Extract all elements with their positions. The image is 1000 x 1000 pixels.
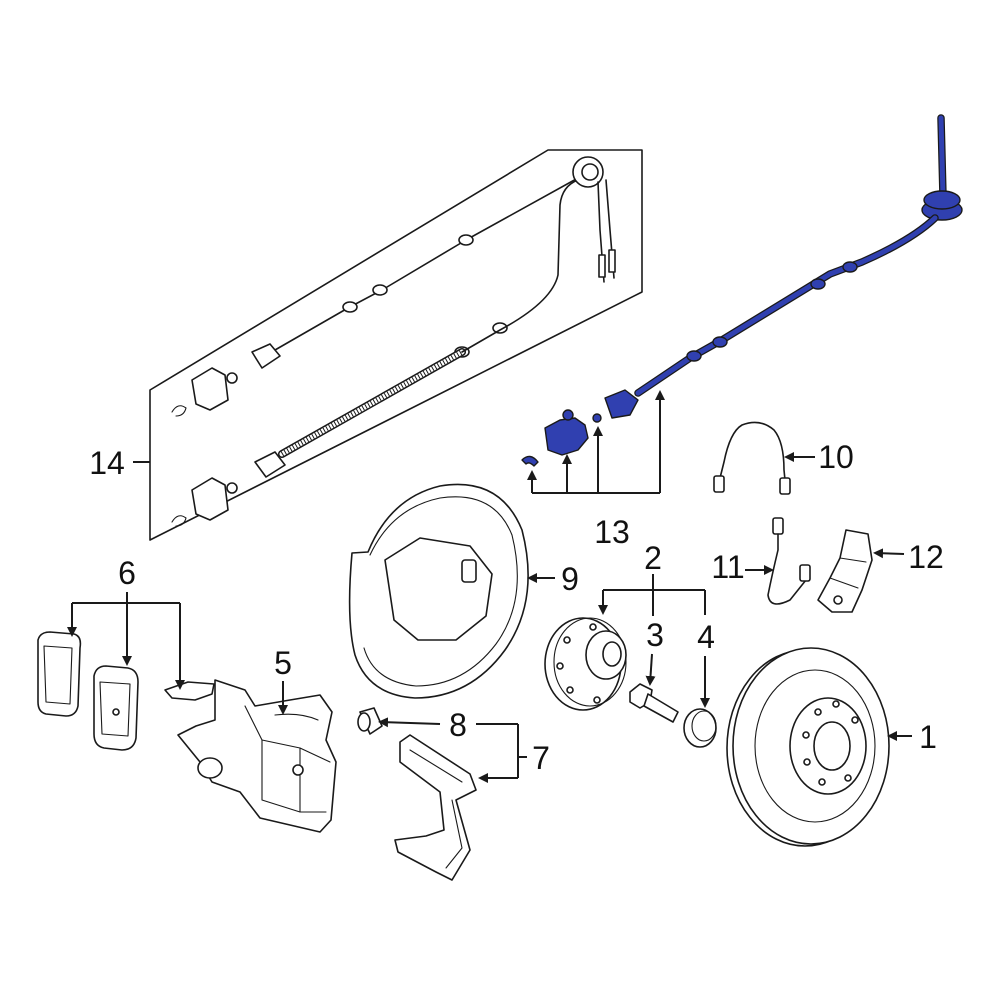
blue-clip xyxy=(521,455,539,467)
callout-11: 11 xyxy=(711,549,744,585)
blue-cable-outline xyxy=(634,214,939,397)
callout-12-leader xyxy=(873,548,905,559)
disc-friction-ring xyxy=(754,669,876,823)
plug-block xyxy=(191,477,229,521)
callout-3: 3 xyxy=(646,617,664,653)
grommet-inner xyxy=(581,163,599,181)
backing-plate-rim xyxy=(363,496,518,687)
highlighted-abs-sensor-cable xyxy=(521,114,963,467)
caliper-bracket xyxy=(394,734,477,881)
callout-12: 12 xyxy=(908,539,944,575)
callout-13-leaders xyxy=(527,390,665,494)
blue-cable-clip xyxy=(842,261,858,273)
callout-1: 1 xyxy=(919,719,937,755)
cable-clip xyxy=(492,322,508,334)
blue-cable xyxy=(635,215,938,396)
harness-kit-panel xyxy=(133,149,643,541)
bushing-end xyxy=(357,712,371,732)
sensor-10-cable xyxy=(719,421,786,481)
hub-center xyxy=(602,641,622,667)
sensor-12-body xyxy=(817,529,873,613)
pigtail-terminal xyxy=(598,254,606,278)
upper-cable xyxy=(274,177,579,351)
callout-10: 10 xyxy=(818,439,854,475)
sensor-connector xyxy=(251,343,281,369)
cable-clip xyxy=(342,301,358,313)
brake-disc xyxy=(726,647,912,847)
sensor-lead-top-fill xyxy=(938,115,946,199)
wheel-hub xyxy=(544,617,627,711)
panel-outline xyxy=(149,149,643,541)
brake-pad-2 xyxy=(93,665,139,751)
brake-pads xyxy=(37,631,215,751)
callout-2-3-4-leaders xyxy=(598,574,710,708)
blue-sensor-tip xyxy=(562,409,574,421)
blue-sensor-body xyxy=(544,417,589,456)
sensor-11 xyxy=(745,517,811,605)
callout-5: 5 xyxy=(274,645,292,681)
pad-clip xyxy=(164,681,215,701)
plug-block xyxy=(191,367,229,411)
backing-plate-face xyxy=(384,537,493,641)
blue-grommet-top xyxy=(923,190,961,210)
clip xyxy=(171,405,187,417)
callout-7: 7 xyxy=(532,740,550,776)
blue-cable-clip xyxy=(712,336,728,348)
plug-stud xyxy=(226,372,238,384)
backing-plate xyxy=(348,483,555,699)
callout-2: 2 xyxy=(644,540,662,576)
sensor-11-end xyxy=(799,564,811,582)
bracket-body xyxy=(394,734,477,881)
blue-connector xyxy=(604,389,639,419)
callout-14: 14 xyxy=(89,445,125,481)
pigtail-terminal xyxy=(608,249,616,273)
plug-stud xyxy=(226,482,238,494)
sensor-12 xyxy=(817,529,905,613)
lower-cable-fill xyxy=(279,349,465,457)
hub-bolt xyxy=(629,683,679,723)
caliper-piston-port xyxy=(197,757,223,779)
sensor-11-end xyxy=(772,517,784,535)
callout-4: 4 xyxy=(697,619,715,655)
callout-13: 13 xyxy=(594,514,630,550)
brake-pad-2-lining xyxy=(99,681,131,737)
caliper-body xyxy=(177,679,337,833)
blue-ring xyxy=(592,413,602,423)
callout-9: 9 xyxy=(561,561,579,597)
blue-cable-clip xyxy=(686,350,702,362)
cable-clip xyxy=(458,234,474,246)
clip xyxy=(171,515,187,527)
callout-6: 6 xyxy=(118,555,136,591)
lower-cable-tail xyxy=(461,179,579,353)
sensor-11-cable xyxy=(767,533,807,605)
bolt-shaft xyxy=(643,693,679,723)
sensor-10-end xyxy=(779,477,791,495)
sensor-connector xyxy=(254,451,286,478)
blue-cable-clip xyxy=(810,278,826,290)
callout-7-8-leaders xyxy=(378,717,527,783)
disc-center-bore xyxy=(813,721,851,771)
brake-pad-1-lining xyxy=(43,645,73,705)
sensor-10-end xyxy=(713,475,725,493)
callout-8: 8 xyxy=(449,707,467,743)
caliper-bleeder xyxy=(292,764,304,776)
dust-cap xyxy=(683,708,717,748)
backing-plate-slot xyxy=(461,559,477,583)
guide-bushing xyxy=(357,707,383,735)
dust-cap-inner xyxy=(691,710,717,742)
sensor-12-hole xyxy=(833,595,843,605)
brake-caliper xyxy=(177,679,337,833)
callout-6-leaders xyxy=(67,592,185,690)
sensor-10 xyxy=(713,421,815,495)
cable-clip xyxy=(372,284,388,296)
